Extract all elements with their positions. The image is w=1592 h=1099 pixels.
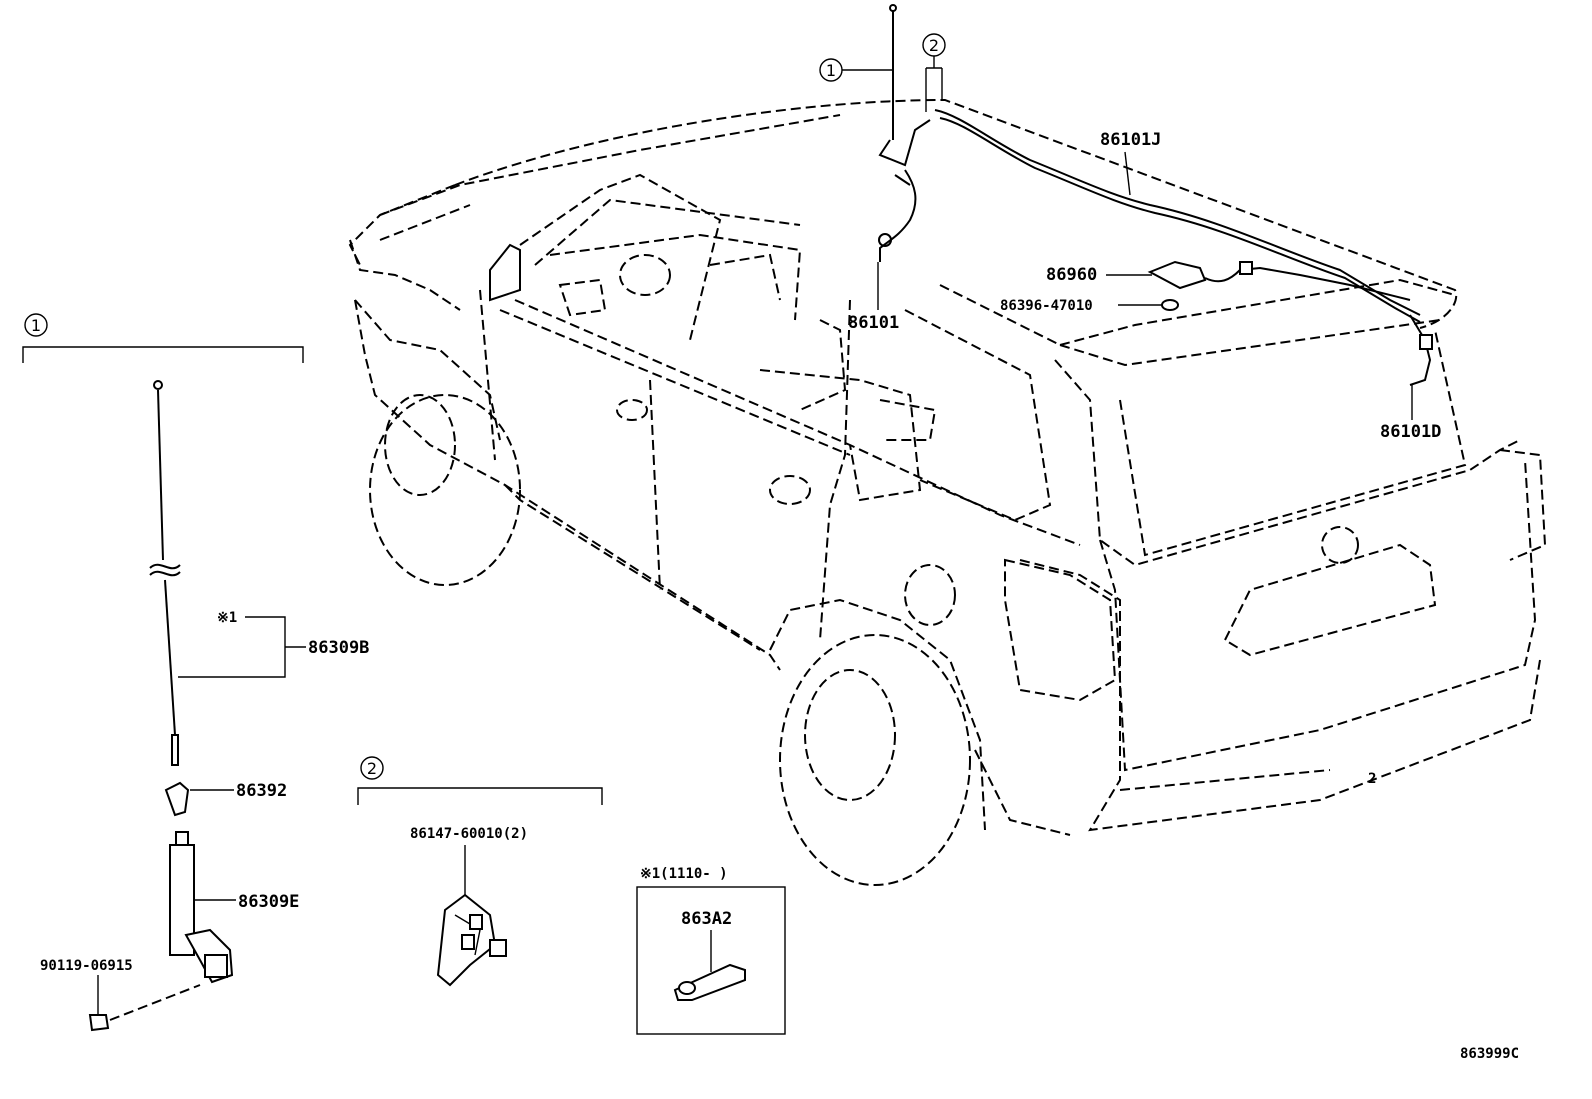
label-863A2: 863A2 <box>681 909 732 929</box>
label-86392: 86392 <box>236 781 287 801</box>
part-86309E <box>169 831 234 984</box>
svg-text:2: 2 <box>367 759 377 778</box>
svg-text:1: 1 <box>31 316 41 335</box>
svg-text:1: 1 <box>826 61 836 80</box>
vehicle-outline <box>348 98 1547 886</box>
bolt-90119 <box>88 1014 110 1032</box>
footer-code: 863999C <box>1460 1046 1519 1062</box>
label-86309B: 86309B <box>308 638 369 658</box>
note-ref-x1: ※1 <box>217 610 237 626</box>
vehicle-antenna-assembly <box>878 4 1433 386</box>
group-1: 1 ※1 86309B 86392 86309E 90119-06915 <box>22 313 369 1032</box>
part-86392 <box>164 781 190 817</box>
part-86147-clip <box>436 893 507 987</box>
module-86960 <box>1147 260 1207 290</box>
callout-1-top: 1 <box>819 58 893 82</box>
callout-2-top: 2 <box>922 33 946 112</box>
svg-text:2: 2 <box>929 36 939 55</box>
label-small-2: 2 <box>1368 771 1376 787</box>
part-863A2 <box>673 963 746 1001</box>
label-86101: 86101 <box>848 313 899 333</box>
label-86960: 86960 <box>1046 265 1097 285</box>
label-86101J: 86101J <box>1100 130 1161 150</box>
note-box: ※1(1110- ) 863A2 <box>636 866 786 1035</box>
nut-86396 <box>1161 299 1179 311</box>
label-90119-06915: 90119-06915 <box>40 958 133 974</box>
label-86309E: 86309E <box>238 892 299 912</box>
label-86147-60010: 86147-60010(2) <box>410 826 528 842</box>
note-header: ※1(1110- ) <box>640 866 728 882</box>
label-86101D: 86101D <box>1380 422 1441 442</box>
label-86396-47010: 86396-47010 <box>1000 298 1093 314</box>
group-2: 2 86147-60010(2) <box>357 756 603 987</box>
